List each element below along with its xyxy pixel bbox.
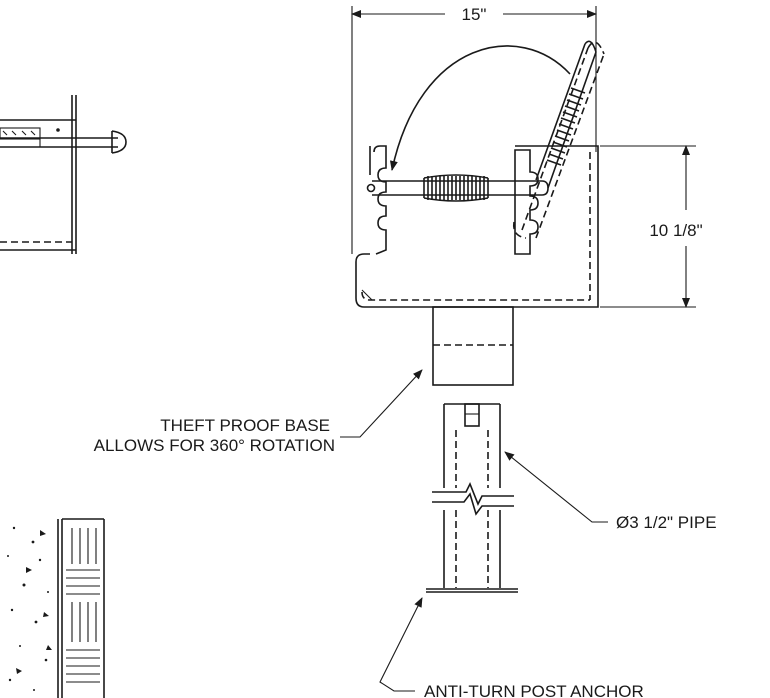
horizontal-spring [423, 174, 489, 202]
horizontal-spring-rod [366, 174, 549, 202]
concrete-detail-partial [7, 518, 105, 698]
tilted-spring-rod [512, 40, 605, 239]
height-dimension-label: 10 1/8" [649, 221, 702, 240]
height-dimension [600, 145, 696, 308]
base-callout-line1: THEFT PROOF BASE [160, 416, 330, 435]
width-dimension-label: 15" [462, 5, 487, 24]
rotation-arc-arrow [389, 45, 571, 171]
post-socket [432, 306, 514, 386]
anchor-leader-line [379, 597, 423, 692]
pipe-leader-line [504, 451, 608, 523]
housing-body [355, 145, 599, 308]
anchor-callout: ANTI-TURN POST ANCHOR [424, 682, 644, 698]
tilted-spring [546, 87, 586, 166]
side-view-partial [0, 95, 127, 254]
pipe-callout: Ø3 1/2" PIPE [616, 513, 717, 532]
pipe-post [426, 403, 518, 593]
base-callout-line2: ALLOWS FOR 360° ROTATION [94, 436, 335, 455]
width-dimension [351, 6, 597, 254]
base-leader-line [340, 369, 423, 438]
